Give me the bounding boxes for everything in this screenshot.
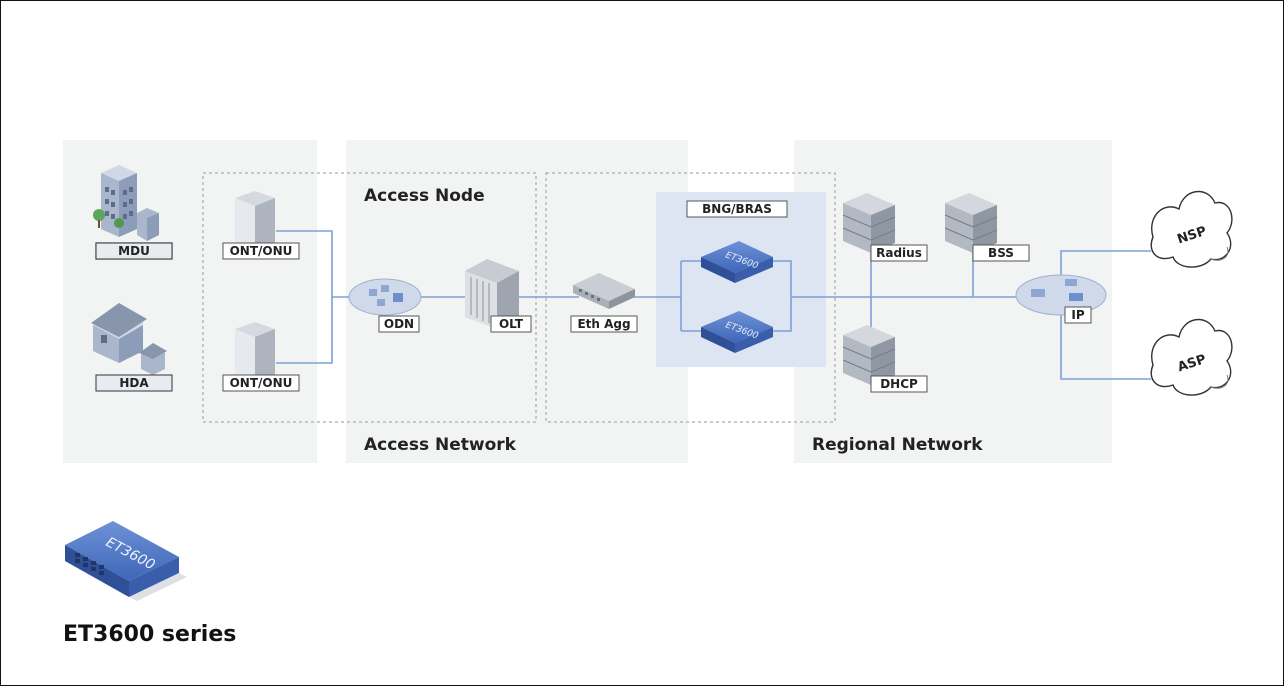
ont-top-label: ONT/ONU	[230, 244, 293, 258]
ont-top-icon	[235, 191, 275, 257]
eth-agg-label: Eth Agg	[577, 317, 630, 331]
dhcp-label: DHCP	[880, 377, 918, 391]
ip-label: IP	[1071, 308, 1084, 322]
odn-splitter-icon	[348, 278, 422, 316]
ont-bottom-label: ONT/ONU	[230, 376, 293, 390]
et3600-switch-top-icon: ET3600	[701, 241, 773, 283]
ip-router-icon	[1015, 274, 1107, 316]
regional-network-title: Regional Network	[812, 435, 983, 455]
asp-cloud-icon: ASP	[1150, 318, 1233, 396]
eth-agg-switch-icon	[573, 273, 635, 309]
legend-caption: ET3600 series	[63, 622, 236, 647]
olt-chassis-icon	[465, 259, 519, 329]
bng-bras-label: BNG/BRAS	[702, 202, 772, 216]
odn-label: ODN	[384, 317, 414, 331]
dhcp-server-icon	[842, 325, 896, 385]
aggregation-boundary	[545, 172, 836, 423]
et3600-switch-bottom-icon: ET3600	[701, 311, 773, 353]
mdu-building-icon	[93, 165, 159, 241]
bss-label: BSS	[988, 246, 1014, 260]
hda-house-icon	[91, 303, 167, 375]
mdu-label: MDU	[118, 244, 150, 258]
bss-server-icon	[944, 193, 998, 253]
ont-bottom-icon	[235, 322, 275, 388]
access-network-title: Access Network	[364, 435, 517, 455]
access-node-title: Access Node	[364, 186, 485, 206]
et3600-legend-device-icon: ET3600	[65, 521, 187, 601]
links	[276, 230, 1151, 380]
hda-label: HDA	[119, 376, 149, 390]
radius-server-icon	[842, 193, 896, 253]
nsp-cloud-icon: NSP	[1150, 190, 1233, 268]
radius-label: Radius	[876, 246, 922, 260]
olt-label: OLT	[499, 317, 524, 331]
